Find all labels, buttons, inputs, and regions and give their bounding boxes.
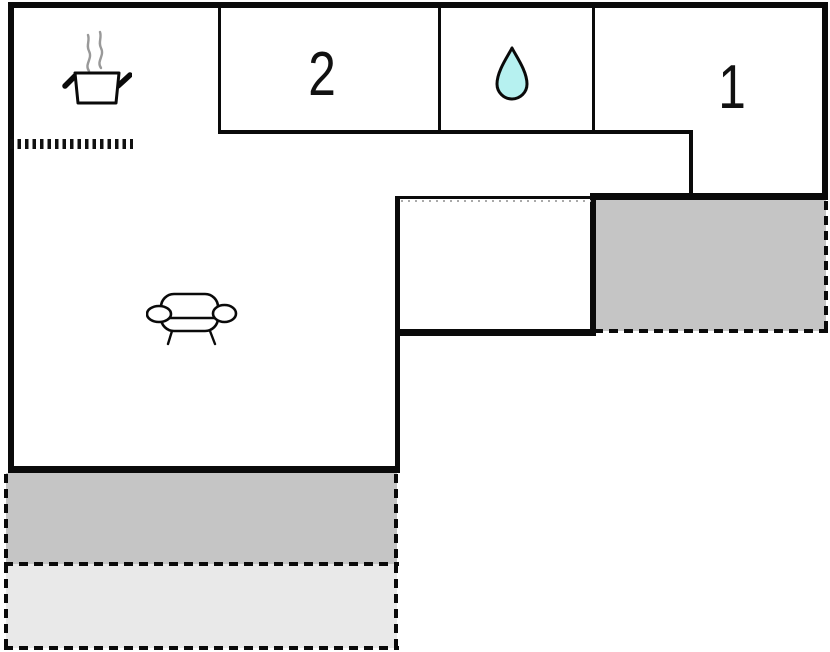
wall-bedroom2-left xyxy=(218,8,221,133)
wall-bathroom-bedroom1 xyxy=(592,8,595,133)
terrace-right xyxy=(593,200,826,331)
wall-rooms-bottom xyxy=(218,130,693,134)
wall-annex-top xyxy=(398,196,593,199)
cooking-pot-icon xyxy=(62,30,132,105)
bedroom-1-label: 1 xyxy=(718,53,746,122)
bedroom-2-label: 2 xyxy=(308,40,336,109)
wall-outer-right xyxy=(822,2,828,200)
wall-annex-bottom xyxy=(395,329,596,336)
pot-handle-right xyxy=(115,72,132,89)
sofa-icon xyxy=(146,292,238,346)
steam-line-right xyxy=(98,30,104,70)
water-drop-shape xyxy=(495,46,529,101)
wall-outer-top xyxy=(8,2,828,8)
sofa-armrest-right xyxy=(211,303,238,324)
wall-living-bottom xyxy=(8,466,400,473)
terrace-bottom-open xyxy=(6,564,397,648)
wall-hallway-right xyxy=(689,130,693,196)
pot-handle-left xyxy=(62,73,78,89)
steam-line-left xyxy=(86,33,92,73)
wall-outer-left xyxy=(8,2,14,473)
wall-bedroom2-bathroom xyxy=(438,8,441,133)
sofa-armrest-left xyxy=(146,304,173,324)
wall-annex-right xyxy=(590,196,596,336)
kitchen-boundary-dotted-line xyxy=(10,139,133,149)
water-drop-icon xyxy=(495,46,529,101)
sofa-leg-left xyxy=(166,329,174,346)
annex-top-dotted-marking xyxy=(401,200,591,202)
pot-body xyxy=(73,71,121,105)
terrace-bottom-covered xyxy=(6,473,397,564)
annex-room-area xyxy=(400,199,590,329)
wall-terrace-right-top xyxy=(590,193,828,200)
sofa-leg-right xyxy=(208,329,217,346)
